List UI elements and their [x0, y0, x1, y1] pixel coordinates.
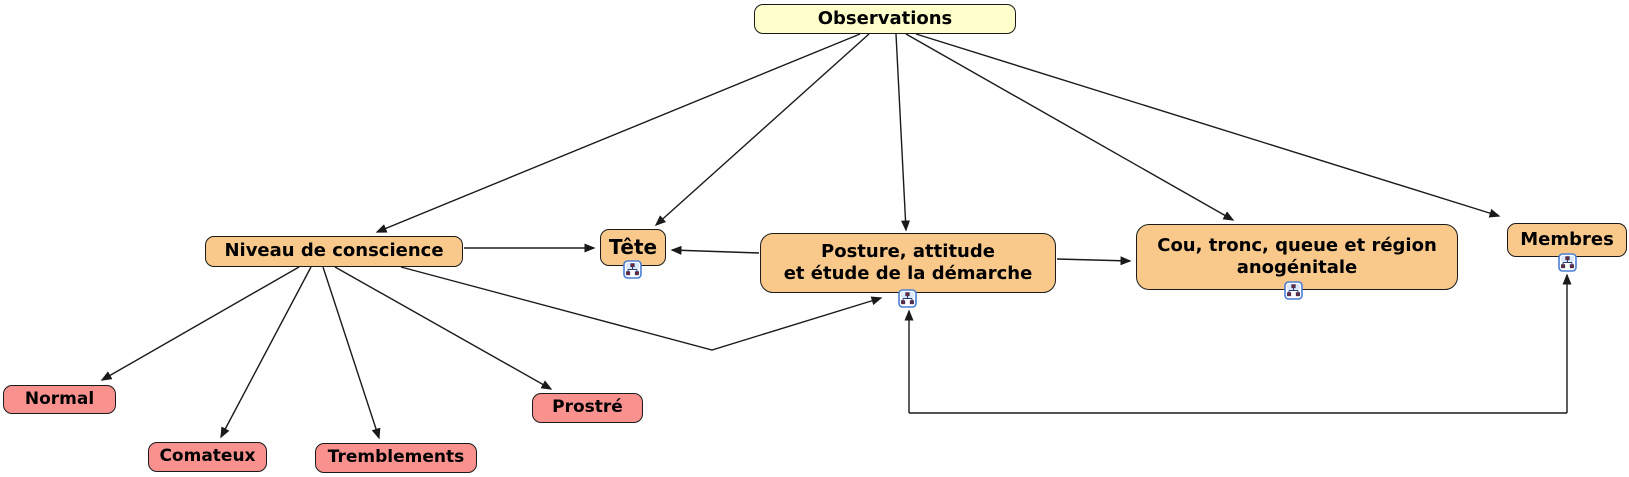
linked-cmap-icon[interactable]	[1284, 281, 1303, 300]
edge-observations-tete[interactable]	[654, 33, 870, 227]
node-tremblements[interactable]: Tremblements	[315, 443, 477, 473]
node-comateux[interactable]: Comateux	[148, 442, 267, 472]
linked-cmap-icon[interactable]	[623, 260, 642, 279]
node-observations[interactable]: Observations	[754, 4, 1016, 34]
edge-niveau-posture[interactable]	[400, 266, 883, 351]
edge-niveau-normal[interactable]	[100, 266, 300, 381]
node-niveau-de-conscience[interactable]: Niveau de conscience	[205, 236, 463, 267]
edge-posture-tete[interactable]	[670, 245, 760, 255]
edge-observations-membres[interactable]	[915, 33, 1501, 218]
edge-niveau-prostre[interactable]	[334, 266, 553, 390]
edge-observations-cou[interactable]	[905, 33, 1235, 221]
node-normal[interactable]: Normal	[3, 385, 116, 414]
edge-niveau-tremblements[interactable]	[322, 266, 381, 440]
edge-observations-posture[interactable]	[895, 33, 911, 232]
linked-cmap-icon[interactable]	[898, 289, 917, 308]
linked-cmap-icon[interactable]	[1558, 253, 1577, 272]
node-prostre[interactable]: Prostré	[532, 393, 643, 423]
edge-observations-niveau[interactable]	[375, 33, 861, 233]
node-membres[interactable]: Membres	[1507, 223, 1627, 257]
edge-niveau-comateux[interactable]	[220, 266, 312, 439]
node-cou-tronc[interactable]: Cou, tronc, queue et région anogénitale	[1136, 224, 1458, 290]
edge-posture-cou[interactable]	[1056, 256, 1132, 266]
node-posture[interactable]: Posture, attitude et étude de la démarch…	[760, 233, 1056, 293]
node-tete[interactable]: Tête	[600, 229, 666, 266]
